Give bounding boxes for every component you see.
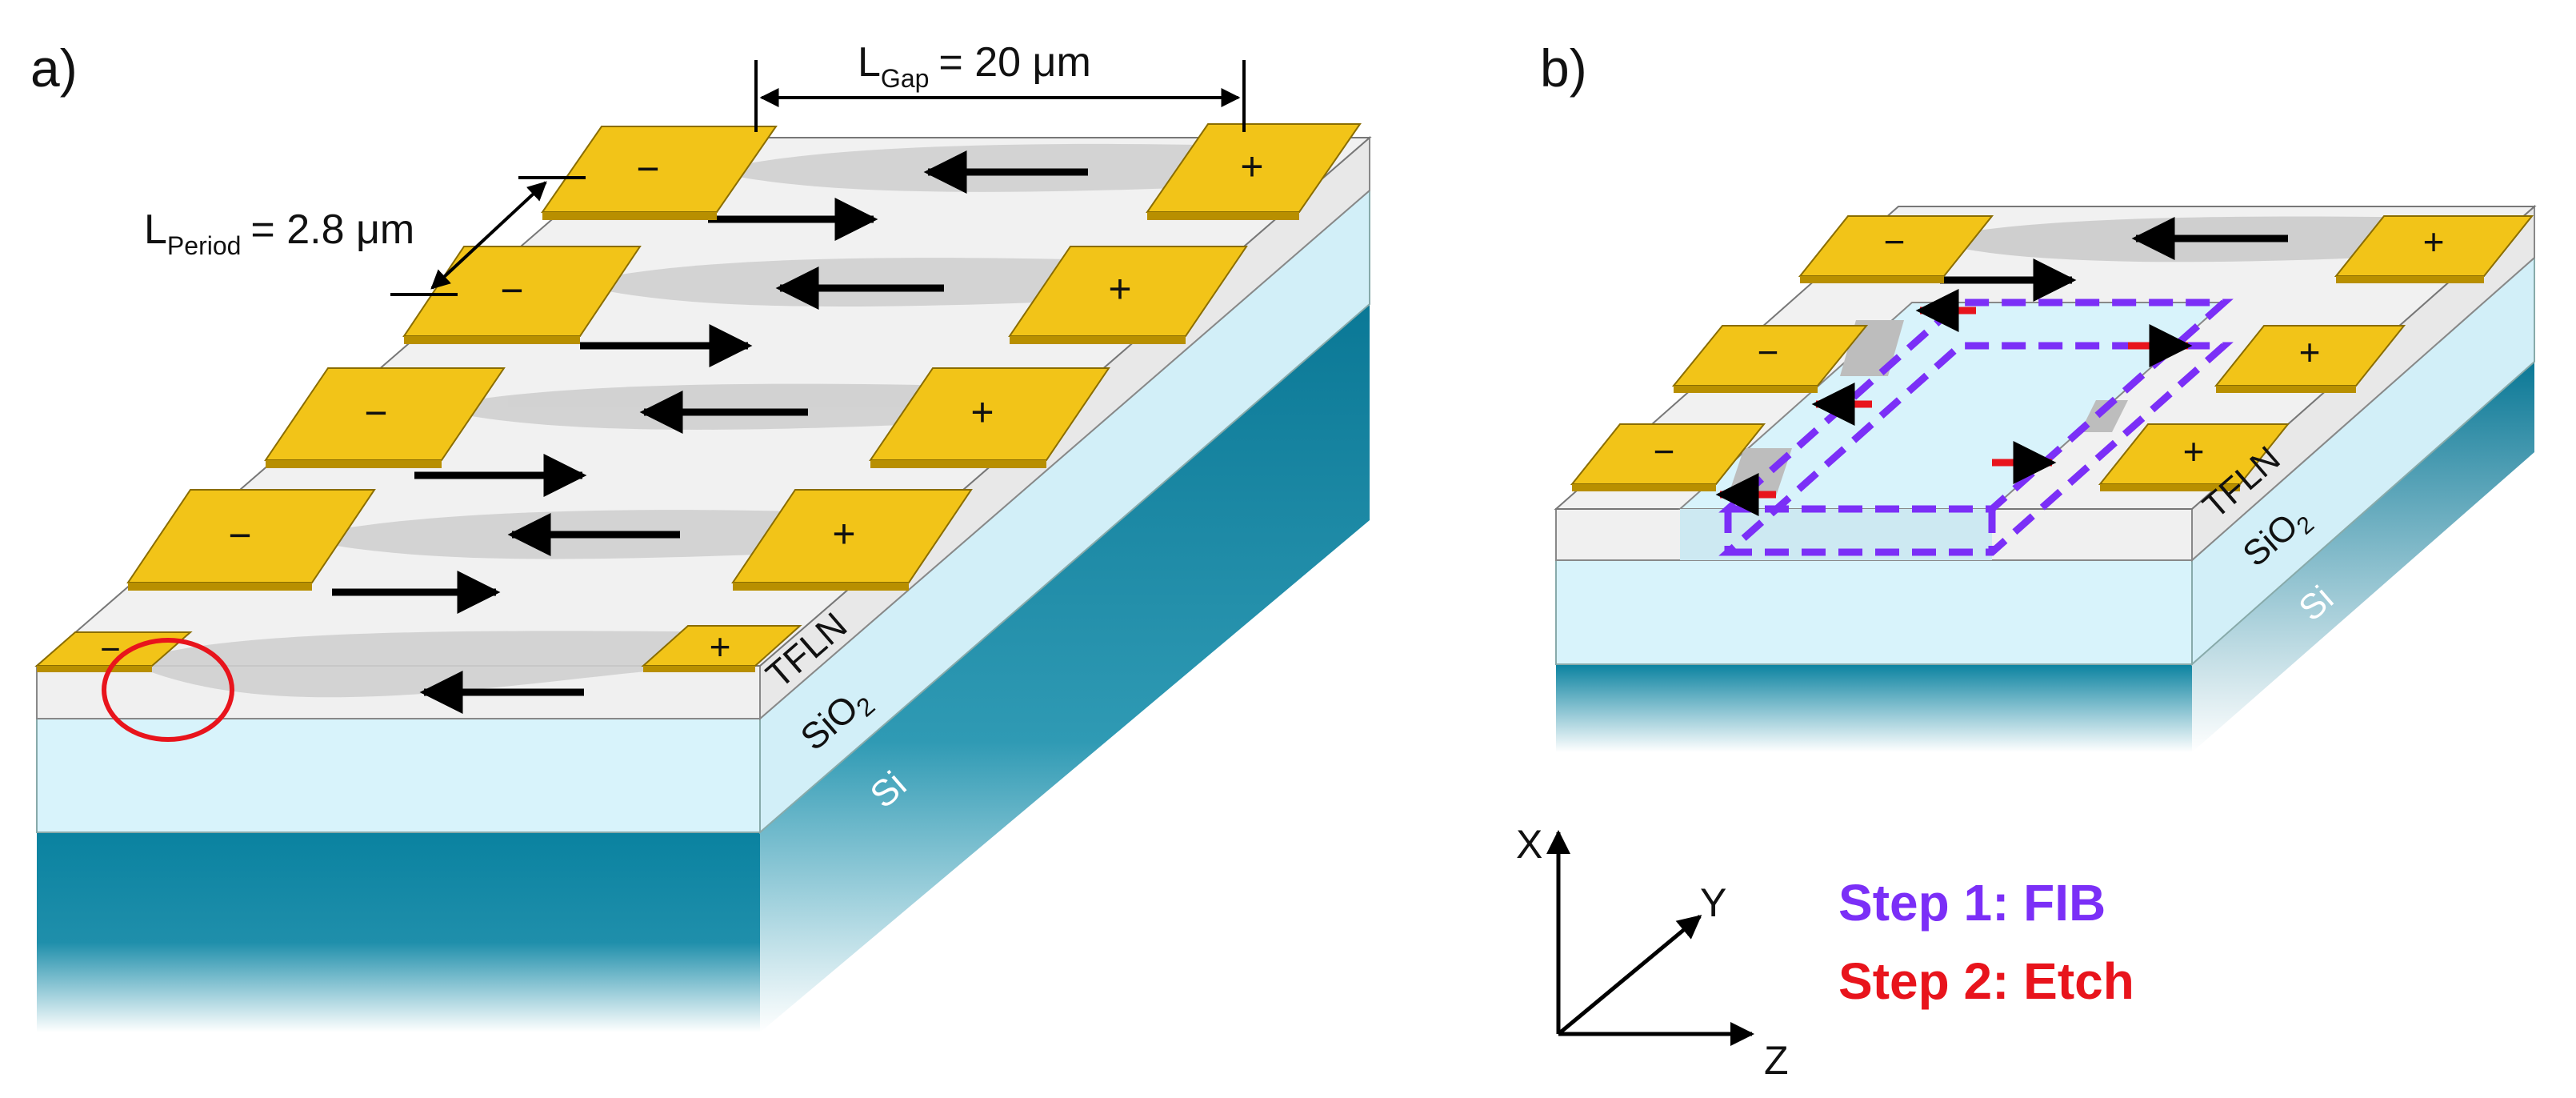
electrode-negative-sign: − bbox=[500, 268, 523, 313]
step1-legend: Step 1: FIB bbox=[1838, 874, 2106, 932]
electrode-positive-sign: + bbox=[1240, 144, 1263, 189]
coordinate-axes bbox=[1546, 830, 1754, 1046]
positive-electrodes: + + + + + bbox=[641, 123, 1362, 672]
electrode-positive: + bbox=[1008, 246, 1248, 344]
etch-arrows bbox=[1715, 289, 2193, 516]
sio2-front-face bbox=[1555, 559, 2193, 665]
gap-dimension: LGap= 20 μm bbox=[754, 39, 1246, 132]
domain-stripe bbox=[128, 631, 744, 698]
domain-arrows bbox=[1940, 217, 2288, 302]
negative-electrodes: − − − bbox=[1570, 215, 1994, 491]
electrode-negative: − bbox=[126, 489, 376, 591]
panel-b: b) bbox=[1540, 38, 2537, 752]
highlight-circle bbox=[102, 638, 234, 742]
electrode-positive-sign: + bbox=[1108, 266, 1131, 311]
positive-electrodes: + + + bbox=[2098, 215, 2534, 491]
gap-label: LGap= 20 μm bbox=[858, 39, 1091, 93]
electrode-negative: − bbox=[264, 367, 506, 468]
electrode-negative: − bbox=[1570, 423, 1766, 491]
period-label: LPeriod= 2.8 μm bbox=[144, 206, 414, 260]
electrode-negative-sign: − bbox=[1758, 331, 1779, 373]
x-axis-label: X bbox=[1516, 822, 1542, 867]
electrode-positive: + bbox=[2098, 423, 2290, 491]
electrode-positive-sign: + bbox=[2183, 431, 2205, 472]
panel-b-label: b) bbox=[1540, 38, 1587, 98]
electrode-positive-sign: + bbox=[970, 390, 994, 435]
electrode-positive: + bbox=[641, 625, 802, 672]
si-front-face bbox=[1556, 664, 2192, 752]
electrode-positive: + bbox=[731, 489, 973, 591]
panel-a-label: a) bbox=[30, 38, 78, 98]
domain-stripe bbox=[576, 258, 1104, 307]
domain-block bbox=[2080, 400, 2128, 432]
y-axis bbox=[1557, 915, 1702, 1036]
electrode-positive-sign: + bbox=[832, 511, 855, 556]
electrode-positive: + bbox=[1146, 123, 1362, 220]
electrode-negative-sign: − bbox=[636, 146, 659, 191]
fib-outline bbox=[1718, 299, 2234, 556]
electrode-positive-sign: + bbox=[710, 626, 731, 667]
step2-legend: Step 2: Etch bbox=[1838, 952, 2134, 1010]
si-side-face bbox=[2192, 362, 2534, 752]
electrode-positive: + bbox=[2214, 325, 2406, 393]
domain-stripe bbox=[432, 383, 960, 430]
electrode-positive: + bbox=[869, 367, 1110, 468]
domain-stripe bbox=[712, 143, 1248, 192]
electrode-positive-sign: + bbox=[2423, 221, 2445, 262]
si-front-face bbox=[37, 832, 760, 1032]
z-axis-label: Z bbox=[1764, 1038, 1789, 1083]
electrode-negative: − bbox=[1798, 215, 1994, 283]
electrode-positive-sign: + bbox=[2299, 331, 2321, 373]
domain-arrows bbox=[332, 150, 1088, 714]
electrode-positive: + bbox=[2334, 215, 2534, 283]
panel-a: a) bbox=[30, 38, 1372, 1032]
negative-electrodes: − − − − − bbox=[34, 126, 778, 672]
si-side-face bbox=[760, 304, 1370, 1032]
y-axis-label: Y bbox=[1700, 880, 1726, 925]
electrode-negative-sign: − bbox=[100, 630, 121, 669]
electrode-negative-sign: − bbox=[228, 513, 251, 558]
period-dimension: LPeriod= 2.8 μm bbox=[144, 176, 586, 296]
electrode-negative-sign: − bbox=[1654, 431, 1675, 472]
electrode-negative-sign: − bbox=[364, 391, 387, 435]
electrode-negative-sign: − bbox=[1884, 221, 1906, 262]
electrode-negative: − bbox=[541, 126, 778, 220]
electrode-negative: − bbox=[1671, 325, 1869, 393]
